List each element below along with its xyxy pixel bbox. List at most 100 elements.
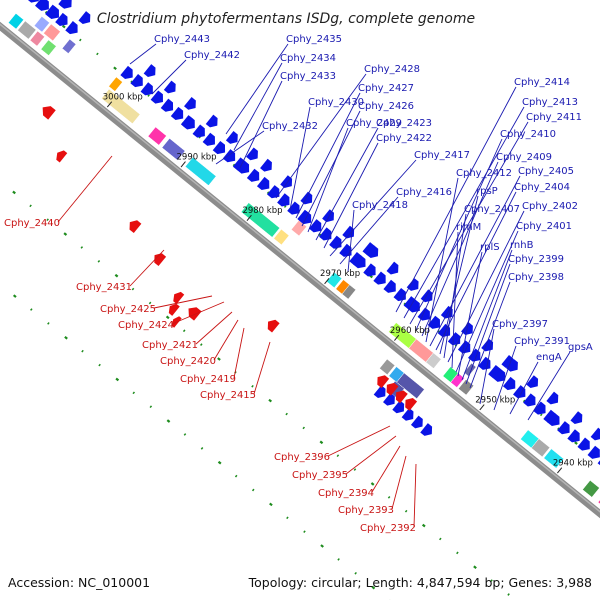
- forward-gene-arrow: [447, 332, 461, 346]
- kbp-tick: [557, 467, 563, 474]
- gene-label-reverse: Cphy_2396: [274, 452, 330, 463]
- leader-line: [345, 435, 397, 475]
- gene-label-reverse: Cphy_2431: [76, 282, 132, 293]
- gc-dot: [166, 419, 171, 423]
- kbp-tick: [479, 404, 485, 411]
- forward-gene-arrow: [160, 98, 174, 112]
- forward-gene-arrow: [577, 437, 590, 451]
- gc-dot: [148, 301, 152, 305]
- gene-label-forward: Cphy_2391: [514, 336, 570, 347]
- forward-gene-arrow: [457, 340, 471, 354]
- gene-label-forward: Cphy_2401: [516, 221, 572, 232]
- forward-gene-arrow: [192, 124, 205, 138]
- gc-dot: [286, 516, 289, 520]
- reverse-gene-arrow: [386, 382, 399, 396]
- leader-line: [215, 130, 265, 165]
- forward-gene-arrow: [45, 4, 58, 18]
- kbp-tick: [394, 334, 400, 341]
- gc-dot: [353, 468, 357, 471]
- forward-gene-arrow: [386, 261, 399, 275]
- feature-block: [43, 23, 61, 42]
- leader-line: [275, 73, 367, 199]
- forward-gene-arrow: [406, 278, 419, 291]
- gc-dot: [490, 579, 493, 582]
- gc-dot: [200, 343, 203, 346]
- gene-label-forward: engA: [536, 352, 562, 363]
- gc-dot: [285, 412, 288, 416]
- gene-label-forward: Cphy_2404: [514, 182, 570, 193]
- forward-gene-arrow: [130, 74, 143, 88]
- leader-line: [239, 80, 283, 169]
- kbp-tick-label: 2950 kbp: [475, 395, 515, 405]
- gc-dot: [539, 413, 543, 417]
- leader-line: [451, 231, 459, 369]
- gene-label-forward: Cphy_2432: [262, 121, 318, 132]
- reverse-gene-arrow: [42, 106, 56, 120]
- gene-label-forward: Cphy_2442: [184, 50, 240, 61]
- forward-gene-arrow: [182, 116, 195, 130]
- feature-block: [379, 358, 396, 376]
- forward-gene-arrow: [260, 158, 272, 172]
- gene-label-forward: Cphy_2407: [464, 204, 520, 215]
- forward-gene-arrow: [246, 147, 258, 161]
- gc-dot: [97, 260, 101, 263]
- gc-dot: [114, 273, 119, 278]
- backbone-highlight: [0, 23, 600, 513]
- gc-dot: [30, 308, 33, 311]
- feature-block: [17, 20, 37, 40]
- leader-line: [213, 319, 239, 361]
- feature-block: [531, 438, 551, 458]
- leader-line: [413, 463, 417, 528]
- leader-line: [465, 263, 511, 385]
- leader-line: [233, 62, 283, 151]
- gc-dot: [165, 315, 170, 320]
- kbp-tick: [324, 278, 330, 285]
- reverse-gene-arrow: [173, 291, 185, 304]
- leader-line: [347, 209, 355, 273]
- feature-block: [396, 372, 425, 400]
- leader-line: [153, 295, 213, 309]
- forward-gene-arrow: [567, 429, 580, 443]
- gene-label-forward: Cphy_2397: [492, 319, 548, 330]
- feature-block: [147, 126, 167, 146]
- forward-gene-arrow: [35, 0, 48, 10]
- gene-label-forward: Cphy_2423: [376, 118, 432, 129]
- forward-gene-arrow: [205, 114, 218, 128]
- forward-gene-arrow: [150, 90, 163, 104]
- kbp-tick-label: 2970 kbp: [320, 269, 360, 279]
- forward-gene-arrow: [420, 423, 433, 436]
- feature-block: [458, 379, 475, 396]
- gc-dot: [64, 335, 68, 340]
- feature-block: [273, 228, 290, 246]
- genome-backbone: [0, 21, 600, 519]
- reverse-gene-arrow: [267, 319, 280, 333]
- feature-block: [61, 38, 77, 54]
- reverse-gene-arrow: [129, 220, 142, 234]
- gene-label-forward: Cphy_2410: [500, 129, 556, 140]
- gc-dot: [182, 329, 186, 333]
- leader-line: [195, 311, 233, 345]
- leader-line: [527, 351, 571, 421]
- forward-gene-arrow: [246, 168, 260, 182]
- gene-label-forward: gpsA: [568, 342, 593, 353]
- leader-line: [301, 110, 361, 227]
- leader-line: [409, 121, 529, 325]
- forward-gene-arrow: [308, 219, 322, 233]
- forward-gene-arrow: [366, 245, 379, 259]
- forward-gene-arrow: [373, 385, 386, 399]
- forward-gene-arrow: [120, 65, 133, 79]
- gc-dot: [200, 447, 204, 450]
- leader-line: [479, 328, 495, 405]
- gene-label-forward: Cphy_2413: [522, 97, 578, 108]
- gene-label-forward: Cphy_2398: [508, 272, 564, 283]
- reverse-gene-arrow: [405, 398, 418, 411]
- forward-gene-arrow: [437, 323, 451, 338]
- forward-gene-arrow: [184, 96, 196, 110]
- kbp-tick-label: 2940 kbp: [553, 458, 593, 468]
- leader-line: [315, 127, 379, 241]
- feature-block: [184, 156, 217, 186]
- gene-label-forward: Cphy_2416: [396, 187, 452, 198]
- gc-dot: [113, 66, 117, 71]
